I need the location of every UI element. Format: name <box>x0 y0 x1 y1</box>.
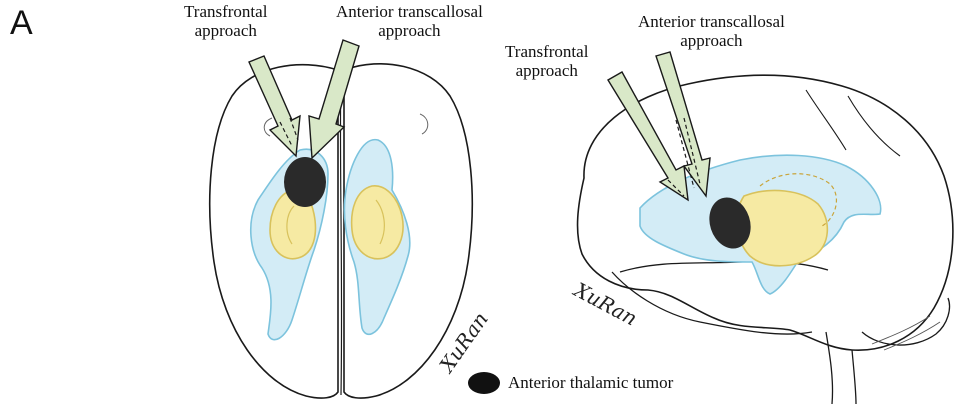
right-transcallosal-label: Anterior transcallosal approach <box>638 12 785 50</box>
legend-label: Anterior thalamic tumor <box>508 373 673 393</box>
legend: Anterior thalamic tumor <box>468 372 673 394</box>
tumor-legend-icon <box>468 372 500 394</box>
left-transfrontal-label: Transfrontal approach <box>184 2 267 40</box>
left-transcallosal-label: Anterior transcallosal approach <box>336 2 483 40</box>
right-transfrontal-label-line1: Transfrontal <box>505 42 588 61</box>
interhemispheric-fissure <box>340 70 341 395</box>
left-transfrontal-label-line2: approach <box>184 21 267 40</box>
right-transcallosal-label-line1: Anterior transcallosal <box>638 12 785 31</box>
axial-brain-view <box>210 40 472 398</box>
left-transcallosal-label-line2: approach <box>336 21 483 40</box>
anterior-thalamic-tumor <box>284 157 326 207</box>
lateral-brain-view <box>578 52 953 404</box>
panel-label: A <box>10 6 33 40</box>
right-transcallosal-label-line2: approach <box>638 31 785 50</box>
left-transcallosal-label-line1: Anterior transcallosal <box>336 2 483 21</box>
right-transfrontal-label: Transfrontal approach <box>505 42 588 80</box>
right-transfrontal-label-line2: approach <box>505 61 588 80</box>
left-transfrontal-label-line1: Transfrontal <box>184 2 267 21</box>
